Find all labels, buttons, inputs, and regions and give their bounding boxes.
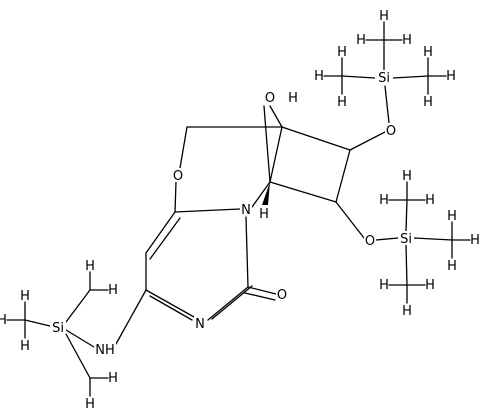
double-bond-carbonyl xyxy=(244,292,276,301)
bridge-oxygen: O xyxy=(265,91,275,106)
bond-c2-c3 xyxy=(335,149,351,203)
bond-n-c5 xyxy=(251,181,271,208)
methyl-hydrogen: H xyxy=(356,33,366,48)
si-amine-methyl-down-bond xyxy=(65,333,91,379)
bond-c5-c1-back xyxy=(269,126,283,183)
methyl-hydrogen: H xyxy=(423,95,433,110)
methyl-hydrogen: H xyxy=(379,193,389,208)
methyl-hydrogen: H xyxy=(425,193,435,208)
tms-oxygen-bottom: O xyxy=(365,234,375,249)
silicon-bottom: Si xyxy=(400,232,412,247)
methyl-hydrogen: H xyxy=(447,259,457,274)
methyl-hydrogen: H xyxy=(0,313,7,328)
c1-hydrogen: H xyxy=(288,91,298,106)
bond-c-n xyxy=(174,208,241,213)
c5-hydrogen: H xyxy=(259,207,269,222)
bond-n-ccarbonyl xyxy=(245,216,249,288)
silicon-top: Si xyxy=(378,71,390,86)
methyl-hydrogen: H xyxy=(402,169,412,184)
bond-layer xyxy=(24,39,453,379)
si-bottom-methyl-up-bond xyxy=(405,199,408,232)
bond-c-o-ring xyxy=(179,126,188,169)
bond-c2-o xyxy=(349,131,386,151)
si-top-methyl-left-bond xyxy=(341,75,376,79)
bond-obridge-c1 xyxy=(269,105,283,128)
double-bond-imine-inner xyxy=(211,285,253,320)
bond-ccarbonyl-o xyxy=(247,286,277,295)
amine-nh: NH xyxy=(95,343,115,358)
ring-nitrogen: N xyxy=(241,203,251,218)
carbonyl-oxygen: O xyxy=(277,288,287,303)
methyl-hydrogen: H xyxy=(20,289,30,304)
label-layer: O H O H N O N NH Si O Si O Si xyxy=(50,70,414,358)
methyl-hydrogen: H xyxy=(85,259,95,274)
ring-ether-oxygen: O xyxy=(173,169,183,184)
bond-o-c-enol xyxy=(174,181,177,213)
wedge-bond-c5-h xyxy=(262,182,270,205)
methyl-hydrogen: H xyxy=(470,233,480,248)
methyl-hydrogen: H xyxy=(446,69,456,84)
bond-o-si-bottom xyxy=(375,237,399,241)
methyl-hydrogen: H xyxy=(337,95,347,110)
methyl-hydrogen: H xyxy=(425,278,435,293)
methyl-hydrogen: H xyxy=(108,283,118,298)
si-amine-methyl-up-bond xyxy=(65,289,91,323)
imine-nitrogen: N xyxy=(195,317,205,332)
bond-ccarbonyl-nimine xyxy=(207,286,249,321)
si-bottom-methyl-right-bond xyxy=(413,237,453,241)
bond-nh-si xyxy=(65,329,95,348)
bond-camine-nh xyxy=(115,289,147,345)
methyl-hydrogen: H xyxy=(20,339,30,354)
bond-c3-c5 xyxy=(269,181,337,203)
methyl-hydrogen: H xyxy=(447,209,457,224)
bond-o-si-top xyxy=(384,85,390,124)
methyl-hydrogen: H xyxy=(402,304,412,319)
methyl-hydrogen: H xyxy=(337,45,347,60)
bond-c1-c2 xyxy=(281,126,351,151)
double-bond-amine-imine xyxy=(149,295,193,321)
bond-camine-n xyxy=(145,289,195,318)
si-top-methyl-right-bond xyxy=(392,75,429,79)
silicon-amine: Si xyxy=(52,321,64,336)
methyl-hydrogen: H xyxy=(108,371,118,386)
si-amine-methyl-left-bond xyxy=(24,319,51,327)
methyl-hydrogen: H xyxy=(85,397,95,410)
si-bottom-methyl-down-bond xyxy=(405,244,408,286)
bond-c-cvinyl xyxy=(145,211,176,254)
methyl-hydrogen: H xyxy=(379,278,389,293)
methyl-hydrogen: H xyxy=(314,69,324,84)
methyl-hydrogen: H xyxy=(423,45,433,60)
methyl-hydrogen: H xyxy=(402,33,412,48)
bond-obridge-c5 xyxy=(263,105,271,183)
wedge-layer xyxy=(262,182,270,205)
tms-oxygen-top: O xyxy=(386,124,396,139)
bond-c3-o xyxy=(335,201,365,239)
double-bond-enol xyxy=(149,217,181,260)
methyl-hydrogen: H xyxy=(379,9,389,24)
